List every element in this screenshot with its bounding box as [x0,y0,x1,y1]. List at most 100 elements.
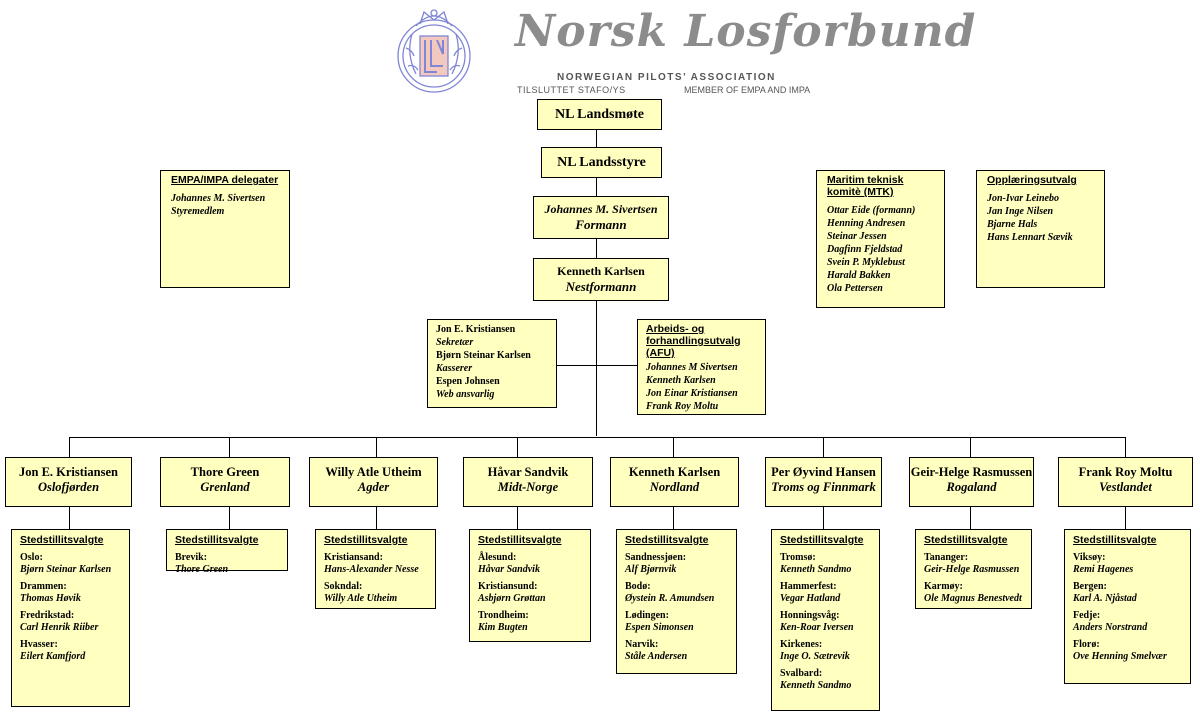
station-location: Narvik: [625,639,659,650]
afu-member: Kenneth Karlsen [646,375,716,386]
connector-line [970,437,971,457]
station-representative: Alf Bjørnvik [625,564,677,575]
afu-member: Johannes M Sivertsen [646,362,738,373]
region-leader-name: Jon E. Kristiansen [19,465,118,479]
empa-title: EMPA/IMPA delegater [171,174,279,186]
station-representative: Geir-Helge Rasmussen [924,564,1020,575]
station-location: Fredrikstad: [20,610,75,621]
mtk-member: Svein P. Myklebust [827,257,905,268]
stedstillits-title: Stedstillitsvalgte [478,534,562,546]
station-location: Honningsvåg: [780,610,840,621]
region-area-name: Grenland [200,480,250,494]
landsmote-box: NL Landsmøte [537,99,662,130]
nestformann-role: Nestformann [565,279,637,294]
connector-line [69,437,70,457]
mtk-member: Harald Bakken [827,270,891,281]
connector-line [376,507,377,529]
region-area-name: Agder [357,480,390,494]
connector-line [673,507,674,529]
station-representative: Kenneth Sandmo [780,564,852,575]
station-location: Karmøy: [924,581,963,592]
station-location: Fedje: [1073,610,1101,621]
mtk-member: Ola Pettersen [827,283,883,294]
formann-box: Johannes M. Sivertsen Formann [533,196,669,239]
station-representative: Bjørn Steinar Karlsen [20,564,112,575]
station-location: Tananger: [924,552,969,563]
region-leader-name: Håvar Sandvik [487,465,569,479]
secretary-name: Jon E. Kristiansen [436,324,516,335]
region-leader-name: Per Øyvind Hansen [771,465,876,479]
connector-line [557,365,637,366]
region-area-name: Rogaland [946,480,997,494]
station-location: Sokndal: [324,581,363,592]
region-leader-name: Thore Green [190,465,260,479]
landsstyre-box: NL Landsstyre [541,147,662,178]
station-representative: Håvar Sandvik [478,564,540,575]
region-leader-name: Kenneth Karlsen [628,465,721,479]
secretary-role: Sekretær [436,337,474,348]
connector-line [1125,507,1126,529]
region-leader-name: Frank Roy Moltu [1078,465,1173,479]
connector-line [229,507,230,529]
station-representative: Anders Norstrand [1073,622,1148,633]
connector-line [673,437,674,457]
station-location: Kristiansand: [324,552,383,563]
formann-role: Formann [575,217,627,232]
station-location: Svalbard: [780,668,823,679]
membership-text: MEMBER OF EMPA AND IMPA [684,85,811,95]
stedstillits-title: Stedstillitsvalgte [1073,534,1157,546]
afu-member: Frank Roy Moltu [646,401,719,412]
station-representative: Kenneth Sandmo [780,680,852,691]
region-area-name: Midt-Norge [497,480,559,494]
connector-line [823,437,824,457]
connector-line [69,507,70,529]
station-location: Sandnessjøen: [625,552,687,563]
station-representative: Willy Atle Utheim [324,593,398,604]
afu-title: Arbeids- og forhandlingsutvalg (AFU) [646,323,741,359]
connector-line [517,507,518,529]
logo-title: Norsk Losforbund [515,6,977,57]
mtk-member: Ottar Eide (formann) [827,205,916,216]
station-representative: Espen Simonsen [625,622,694,633]
opplaering-member: Hans Lennart Sævik [987,232,1073,243]
secretariat-box: Jon E. Kristiansen Sekretær Bjørn Steina… [427,319,557,408]
region-leader-name: Willy Atle Utheim [325,465,422,479]
station-representative: Asbjørn Grøttan [478,593,546,604]
mtk-member: Steinar Jessen [827,231,887,242]
region-leader-name: Geir-Helge Rasmussen [910,465,1033,479]
stedstillits-title: Stedstillitsvalgte [625,534,709,546]
connector-line [376,437,377,457]
opplaering-member: Jan Inge Nilsen [987,206,1054,217]
station-location: Drammen: [20,581,67,592]
station-representative: Ken-Roar Iversen [780,622,854,633]
station-location: Hvasser: [20,639,58,650]
connector-line [517,437,518,457]
station-representative: Ole Magnus Benestvedt [924,593,1022,604]
connector-line [823,507,824,529]
afu-member: Jon Einar Kristiansen [646,388,738,399]
station-representative: Remi Hagenes [1073,564,1134,575]
association-name: NORWEGIAN PILOTS’ ASSOCIATION [557,72,776,83]
station-representative: Thomas Høvik [20,593,81,604]
connector-line [970,507,971,529]
station-location: Florø: [1073,639,1100,650]
mtk-member: Henning Andresen [827,218,906,229]
stedstillits-title: Stedstillitsvalgte [324,534,408,546]
station-representative: Vegar Hatland [780,593,841,604]
station-location: Kristiansund: [478,581,538,592]
station-location: Ålesund: [478,552,517,563]
region-area-name: Oslofjørden [37,480,100,494]
station-location: Lødingen: [625,610,669,621]
